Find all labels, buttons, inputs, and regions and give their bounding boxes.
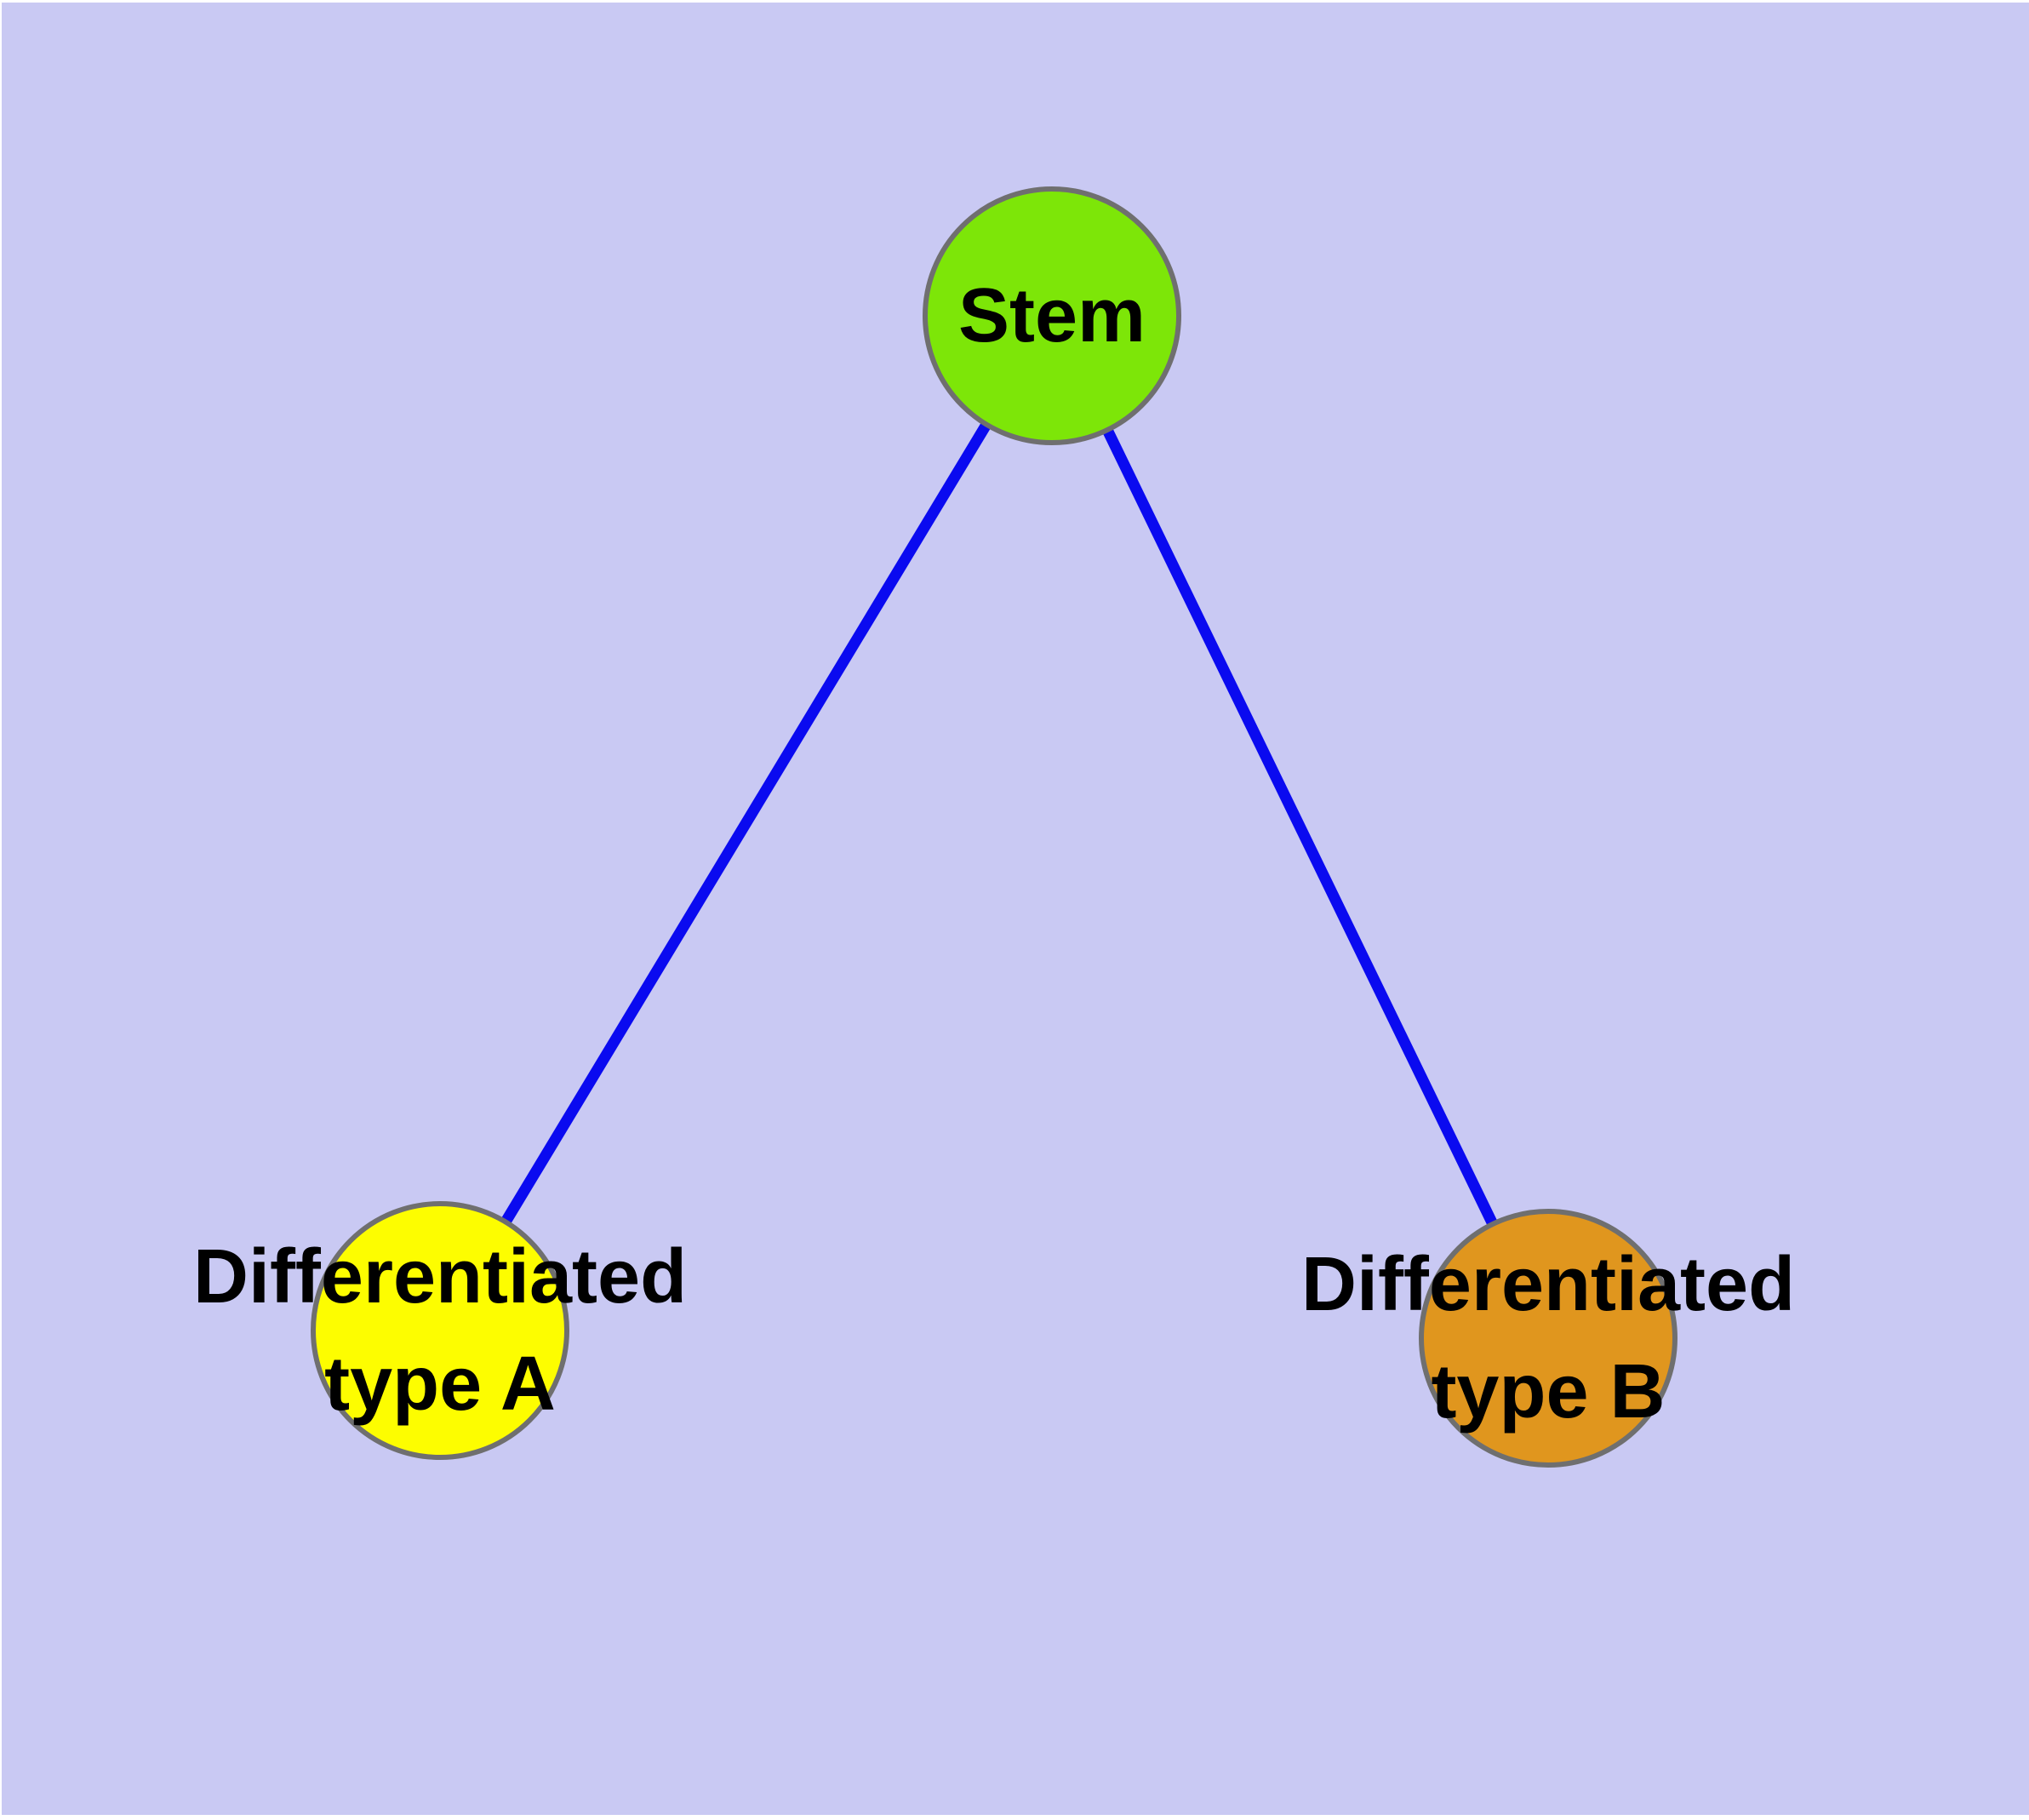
edge-stem-to-differentiated-type-b — [1047, 313, 1553, 1341]
node-differentiated-type-a-circle — [311, 1201, 569, 1460]
node-differentiated-type-b-circle — [1419, 1209, 1677, 1468]
node-stem-circle — [923, 186, 1181, 445]
edge-stem-to-differentiated-type-a — [435, 312, 1057, 1334]
